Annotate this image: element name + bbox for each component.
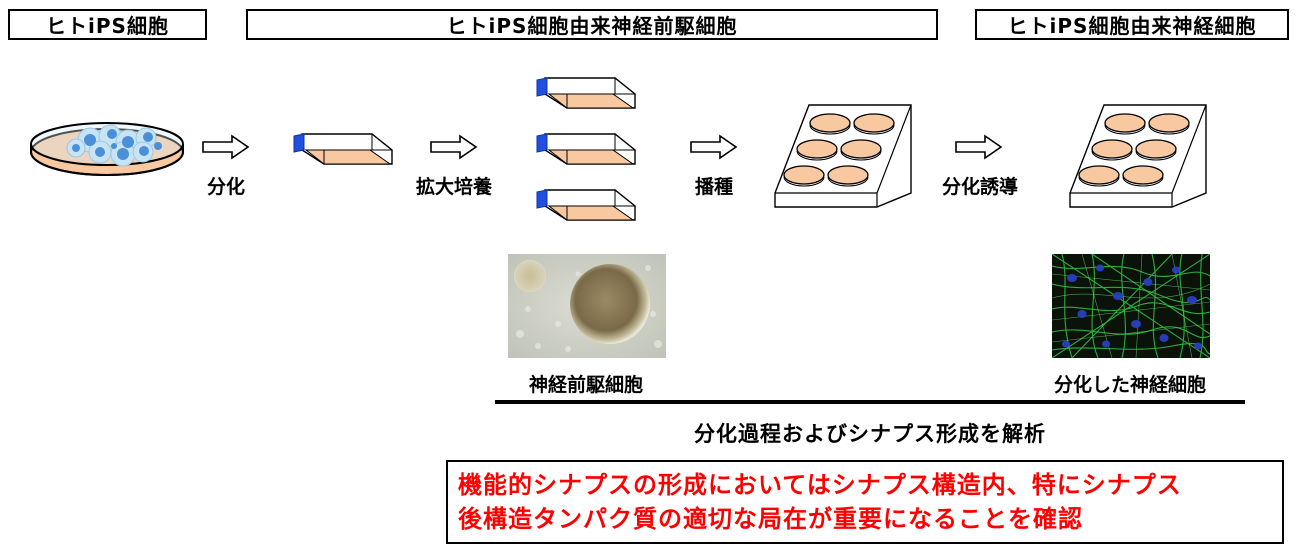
well-plate-icon <box>1069 104 1207 208</box>
step-expansion: 拡大培養 <box>415 176 493 198</box>
step-differentiation: 分化 <box>206 176 246 198</box>
conclusion-box: 機能的シナプスの形成においてはシナプス構造内、特にシナプス 後構造タンパク質の適… <box>446 460 1284 544</box>
header-npc: ヒトiPS細胞由来神経前駆細胞 <box>246 9 938 40</box>
arrow-icon <box>430 134 478 160</box>
neuron-immunostain-image <box>1052 254 1210 358</box>
arrow-icon <box>202 134 250 160</box>
well-plate-icon <box>774 104 912 208</box>
step-seeding: 播種 <box>694 176 734 198</box>
caption-npc: 神経前駆細胞 <box>528 374 644 396</box>
neurosphere-micrograph <box>508 254 666 358</box>
culture-flask-icon <box>536 133 636 165</box>
petri-dish-icon <box>30 122 184 176</box>
conclusion-line-2: 後構造タンパク質の適切な局在が重要になることを確認 <box>458 505 1083 533</box>
culture-flask-icon <box>536 189 636 221</box>
caption-neuron: 分化した神経細胞 <box>1053 374 1207 396</box>
culture-flask-icon <box>536 77 636 109</box>
arrow-icon <box>690 134 738 160</box>
header-hips: ヒトiPS細胞 <box>8 9 207 40</box>
header-neuron: ヒトiPS細胞由来神経細胞 <box>975 9 1289 40</box>
conclusion-line-1: 機能的シナプスの形成においてはシナプス構造内、特にシナプス <box>458 471 1182 499</box>
step-induction: 分化誘導 <box>941 176 1019 198</box>
culture-flask-icon <box>293 133 393 165</box>
arrow-icon <box>955 134 1003 160</box>
analysis-divider <box>495 400 1245 404</box>
analysis-summary: 分化過程およびシナプス形成を解析 <box>694 422 1046 446</box>
